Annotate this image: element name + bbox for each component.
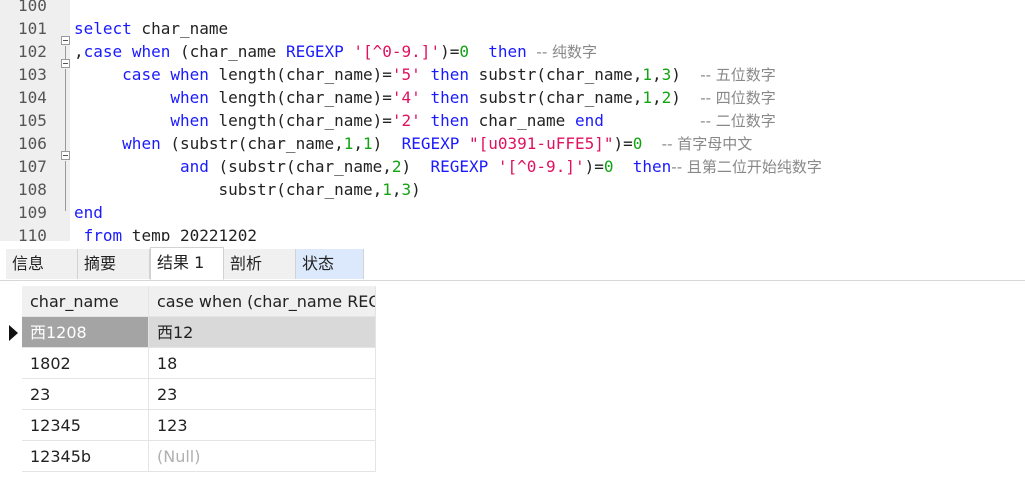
tab-summary[interactable]: 摘要	[78, 249, 150, 279]
line-number: 102	[18, 42, 47, 61]
cell-case-when[interactable]: 18	[149, 348, 376, 379]
code-line[interactable]: 106 when (substr(char_name,1,1) REGEXP "…	[0, 132, 1025, 155]
code-line[interactable]: 105 when length(char_name)='2' then char…	[0, 109, 1025, 132]
tab-status[interactable]: 状态	[296, 249, 364, 279]
tab-info[interactable]: 信息	[6, 249, 78, 279]
cell-char-name[interactable]: 西1208	[22, 317, 149, 348]
code-line[interactable]: 101 select char_name	[0, 17, 1025, 40]
line-number: 101	[18, 19, 47, 38]
tab-profile[interactable]: 剖析	[224, 249, 296, 279]
line-number-gutter	[0, 0, 70, 241]
row-indicator[interactable]	[0, 410, 22, 441]
line-number: 110	[18, 226, 47, 241]
column-header-char-name[interactable]: char_name	[22, 286, 149, 317]
fold-toggle-icon[interactable]	[61, 36, 70, 45]
line-number: 109	[18, 203, 47, 222]
code-text: when (substr(char_name,1,1) REGEXP "[u03…	[122, 134, 753, 153]
code-line[interactable]: 104 when length(char_name)='4' then subs…	[0, 86, 1025, 109]
line-number: 104	[18, 88, 47, 107]
fold-toggle-icon[interactable]	[61, 59, 70, 68]
code-text: substr(char_name,1,3)	[74, 180, 421, 199]
sql-editor[interactable]: 100 101 select char_name 102 ,case when (cha…	[0, 0, 1025, 241]
cell-char-name[interactable]: 12345b	[22, 441, 149, 472]
tab-result-1[interactable]: 结果 1	[150, 247, 224, 280]
line-number: 100	[18, 0, 47, 15]
code-line[interactable]: 108 substr(char_name,1,3)	[0, 178, 1025, 201]
row-indicator[interactable]	[0, 317, 22, 348]
row-indicator[interactable]	[0, 348, 22, 379]
line-number: 106	[18, 134, 47, 153]
cell-char-name[interactable]: 1802	[22, 348, 149, 379]
code-line[interactable]: 109 end	[0, 201, 1025, 224]
row-indicator[interactable]	[0, 441, 22, 472]
code-text: when length(char_name)='4' then substr(c…	[170, 88, 776, 107]
code-text: case when length(char_name)='5' then sub…	[122, 65, 776, 84]
line-number: 107	[18, 157, 47, 176]
cell-char-name[interactable]: 23	[22, 379, 149, 410]
line-number: 103	[18, 65, 47, 84]
current-row-arrow-icon	[9, 325, 18, 341]
row-indicator[interactable]	[0, 379, 22, 410]
code-line[interactable]: 107 and (substr(char_name,2) REGEXP '[^0…	[0, 155, 1025, 178]
fold-guide	[65, 161, 66, 211]
cell-case-when[interactable]: 123	[149, 410, 376, 441]
column-header-case-when[interactable]: case when (char_name REG	[149, 286, 376, 317]
result-tabbar: 信息 摘要 结果 1 剖析 状态	[0, 244, 1025, 281]
line-number: 105	[18, 111, 47, 130]
code-text: ,case when (char_name REGEXP '[^0-9.]')=…	[74, 42, 598, 61]
code-line[interactable]: 102 ,case when (char_name REGEXP '[^0-9.]…	[0, 40, 1025, 63]
cell-char-name[interactable]: 12345	[22, 410, 149, 441]
code-line[interactable]: 100	[0, 0, 1025, 17]
code-text: and (substr(char_name,2) REGEXP '[^0-9.]…	[179, 157, 822, 176]
code-text: select char_name	[74, 19, 229, 38]
row-header-corner	[0, 286, 22, 317]
line-number: 108	[18, 180, 47, 199]
code-text: end	[74, 203, 103, 222]
code-text: when length(char_name)='2' then char_nam…	[170, 111, 776, 130]
code-line[interactable]: 103 case when length(char_name)='5' then…	[0, 63, 1025, 86]
fold-guide	[65, 46, 66, 59]
cell-case-when[interactable]: 23	[149, 379, 376, 410]
cell-case-when[interactable]: 西12	[149, 317, 376, 348]
code-line[interactable]: 110 from temp_20221202	[0, 224, 1025, 241]
cell-case-when[interactable]: (Null)	[149, 441, 376, 472]
fold-guide	[65, 69, 66, 151]
code-text: from temp_20221202	[83, 226, 258, 241]
fold-toggle-icon[interactable]	[61, 151, 70, 160]
